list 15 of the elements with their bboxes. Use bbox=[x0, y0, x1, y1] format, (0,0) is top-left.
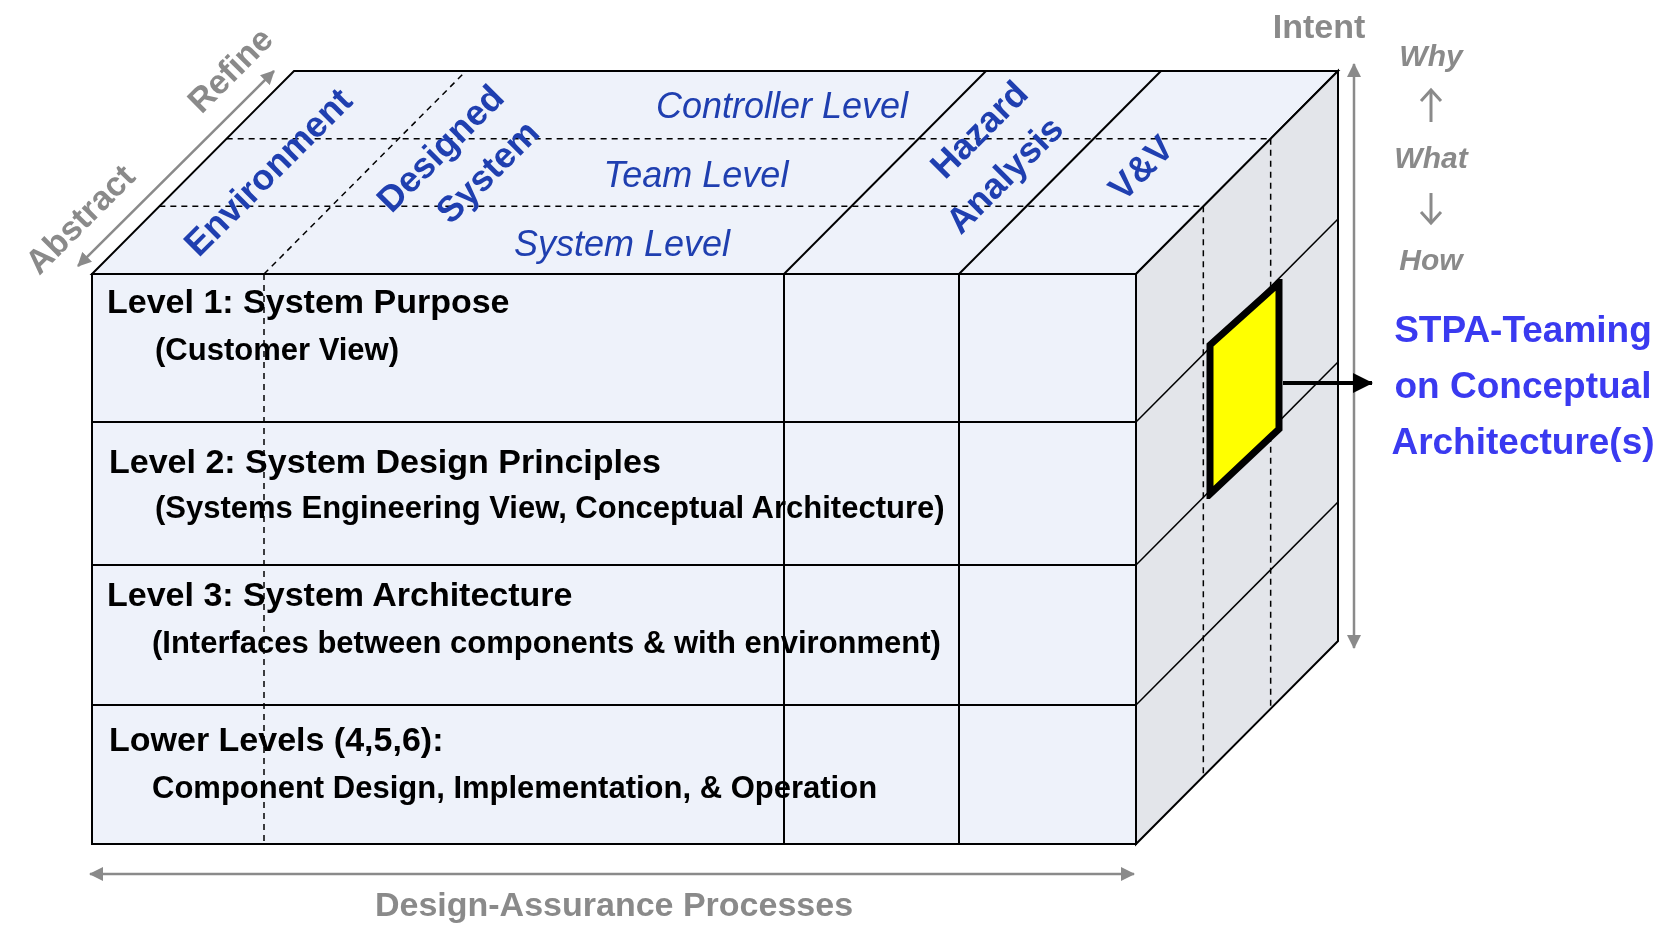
axis-label: Intent bbox=[1272, 6, 1366, 46]
layer-label: Controller Level bbox=[655, 85, 909, 127]
axis-label: Why bbox=[1399, 39, 1463, 73]
level-description: (Customer View) bbox=[155, 332, 400, 368]
level-heading: Level 2: System Design Principles bbox=[109, 442, 661, 481]
level-heading: Level 3: System Architecture bbox=[107, 575, 573, 614]
axis-label: Design-Assurance Processes bbox=[374, 884, 854, 924]
level-heading: Level 1: System Purpose bbox=[107, 282, 510, 321]
callout-text: STPA-Teaming on Conceptual Architecture(s) bbox=[1390, 308, 1656, 464]
level-heading: Lower Levels (4,5,6): bbox=[109, 720, 444, 759]
axis-label: How bbox=[1399, 243, 1463, 277]
axis-label: What bbox=[1394, 141, 1468, 175]
layer-label: System Level bbox=[513, 223, 731, 265]
layer-label: Team Level bbox=[603, 154, 789, 196]
arrow bbox=[1283, 373, 1373, 393]
